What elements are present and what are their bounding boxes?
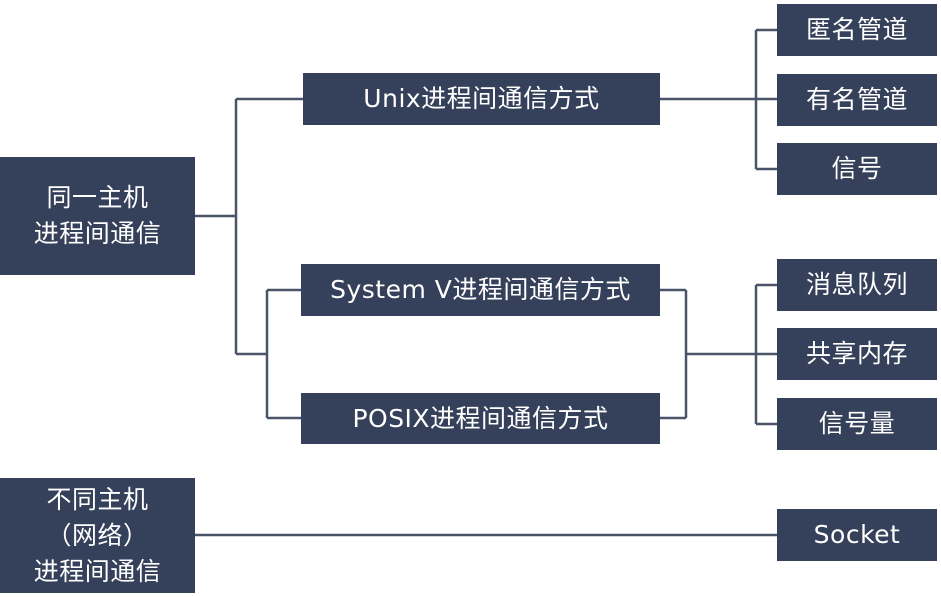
posix-ipc-label: POSIX进程间通信方式 xyxy=(352,403,609,433)
root-different-host-ipc-label: 不同主机 （网络） 进程间通信 xyxy=(33,484,162,586)
shared-memory-label: 共享内存 xyxy=(805,339,908,368)
unix-ipc-label: Unix进程间通信方式 xyxy=(363,84,600,113)
connector-unix-to-children xyxy=(660,28,777,171)
signal-label: 信号 xyxy=(831,154,883,183)
shared-memory-node: 共享内存 xyxy=(777,328,937,380)
connector-root-to-branches xyxy=(195,97,303,420)
anonymous-pipe-label: 匿名管道 xyxy=(805,15,908,44)
root-same-host-ipc-label: 同一主机 进程间通信 xyxy=(33,183,162,248)
root-same-host-ipc: 同一主机 进程间通信 xyxy=(0,157,195,275)
root-different-host-ipc: 不同主机 （网络） 进程间通信 xyxy=(0,478,195,593)
systemv-ipc-node: System V进程间通信方式 xyxy=(301,264,660,316)
unix-ipc-node: Unix进程间通信方式 xyxy=(303,73,660,125)
anonymous-pipe-node: 匿名管道 xyxy=(777,4,937,56)
semaphore-node: 信号量 xyxy=(777,398,937,450)
signal-node: 信号 xyxy=(777,143,937,195)
posix-ipc-node: POSIX进程间通信方式 xyxy=(301,393,660,444)
socket-node: Socket xyxy=(777,509,937,561)
named-pipe-label: 有名管道 xyxy=(805,85,908,114)
message-queue-label: 消息队列 xyxy=(805,270,908,299)
semaphore-label: 信号量 xyxy=(818,409,896,438)
message-queue-node: 消息队列 xyxy=(777,259,937,311)
socket-label: Socket xyxy=(813,520,901,549)
systemv-ipc-label: System V进程间通信方式 xyxy=(330,275,631,304)
named-pipe-node: 有名管道 xyxy=(777,74,937,126)
connector-sysv-posix-to-children xyxy=(660,283,777,426)
